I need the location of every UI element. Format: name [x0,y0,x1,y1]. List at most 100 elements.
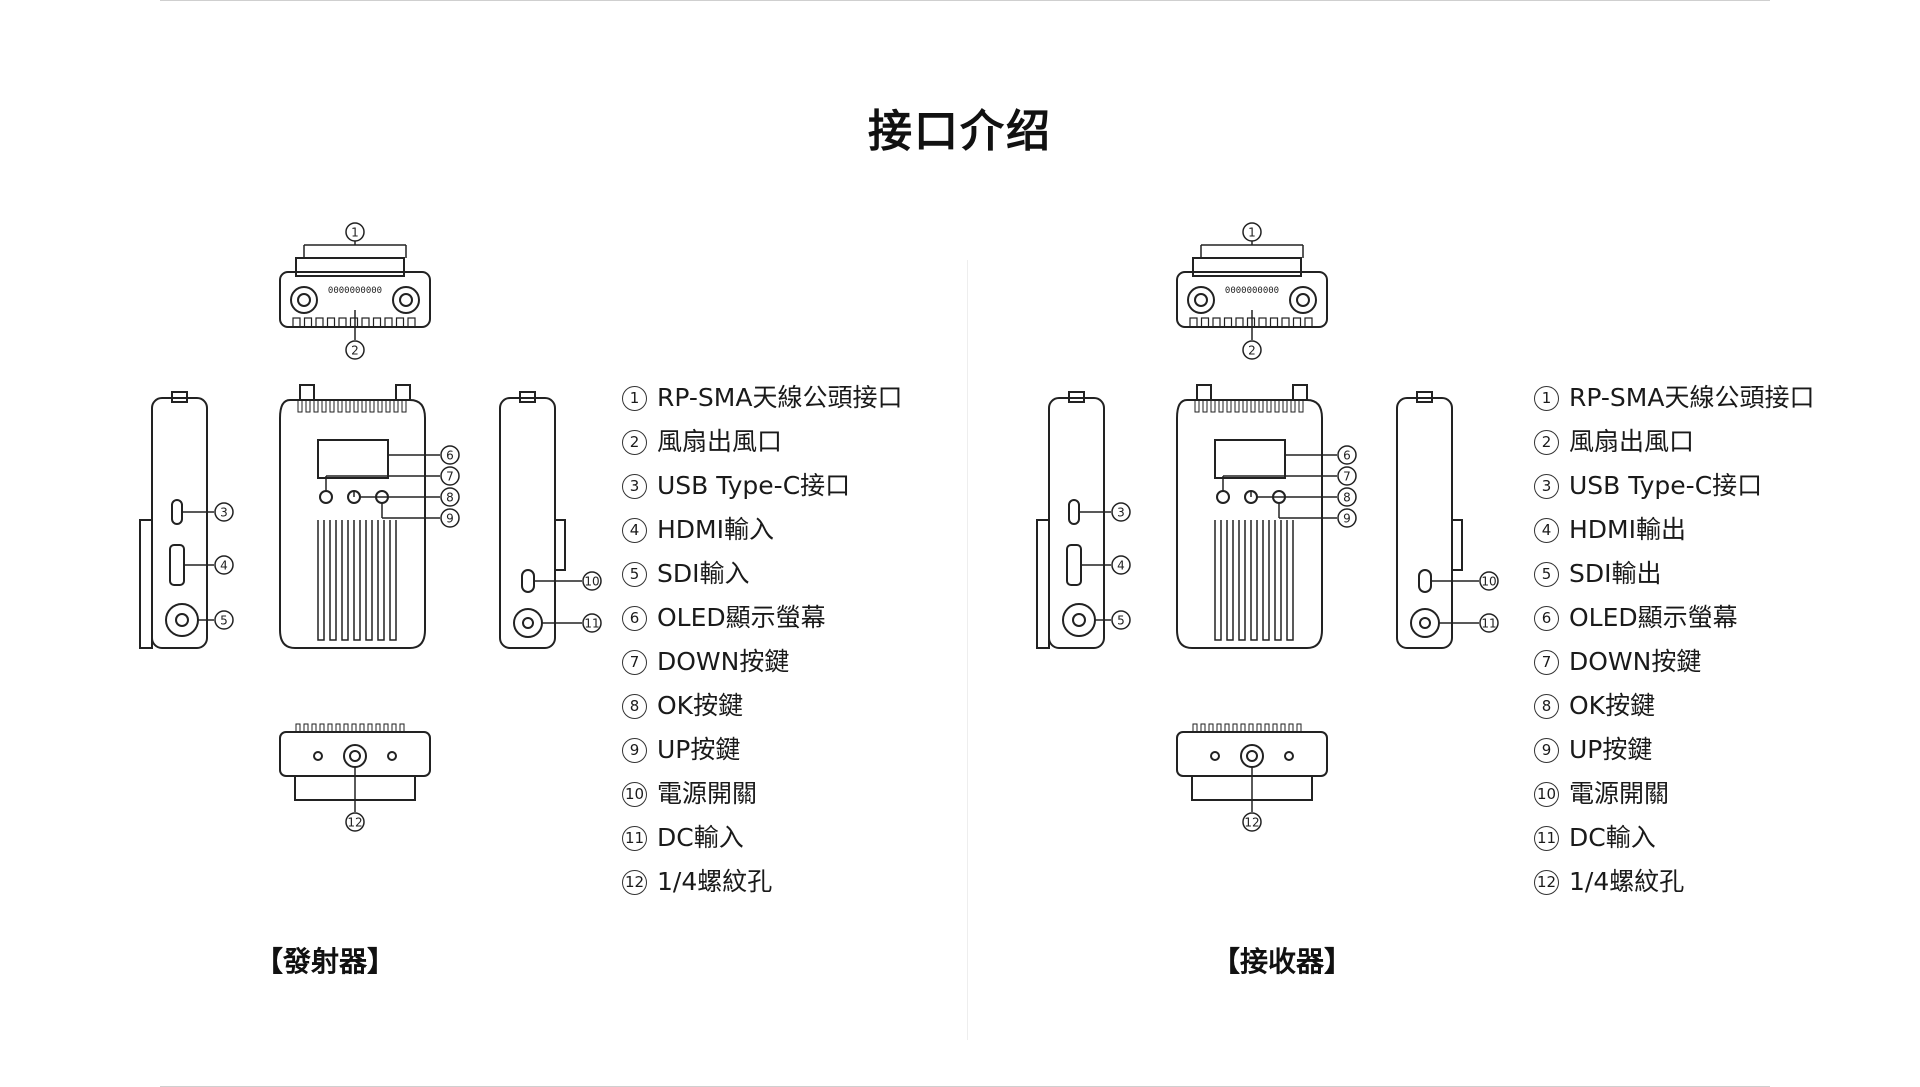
legend-label: DOWN按鍵 [1569,647,1702,676]
hdmi-port [1066,544,1082,586]
right-side-body [1396,397,1453,649]
legend-number: 7 [1534,649,1559,675]
front-vent-fin [1286,520,1294,641]
top-fan-slot [1235,317,1244,328]
bottom-vent [1248,723,1254,733]
callout-number: 8 [1343,491,1351,505]
front-top-vent [1250,399,1256,413]
front-top-vent [297,399,303,413]
callout-number: 2 [351,344,359,358]
legend-number: 3 [622,473,647,499]
dc-input-inner [522,617,534,629]
top-fan-slot [292,317,301,328]
callout-number: 1 [351,226,359,240]
legend-label: SDI輸出 [1569,559,1662,588]
left-side-tab [171,391,188,403]
callout-number: 12 [347,816,362,830]
legend-label: 1/4螺紋孔 [657,867,773,896]
callout-number: 10 [1481,575,1496,589]
legend-number: 12 [622,869,647,895]
legend-label: UP按鍵 [1569,735,1653,764]
legend-number: 7 [622,649,647,675]
callout-6 [440,445,460,465]
thread-hole-inner [1246,750,1258,762]
down-button [319,490,333,504]
front-top-vent [1266,399,1272,413]
top-fan-slot [372,317,382,328]
front-top-vent [1210,399,1216,413]
callout-number: 2 [1248,344,1256,358]
bottom-vent [1296,723,1302,733]
left-side-tab [1068,391,1085,403]
usb-c-port [171,499,183,525]
front-top-vent [1274,399,1280,413]
sdi-port-inner [1072,613,1086,627]
callout-number: 7 [446,470,454,484]
legend-label: OK按鍵 [1569,691,1656,720]
front-top-vent [313,399,319,413]
bottom-vent [327,723,333,733]
callout-5 [1111,610,1131,630]
bottom-vent [1216,723,1222,733]
top-fan-slot [1269,317,1279,328]
legend-number: 1 [622,385,647,411]
dc-input [1410,608,1440,638]
page-title: 接口介绍 [868,106,1052,157]
front-top-vent [305,399,311,413]
legend-label: DOWN按鍵 [657,647,790,676]
legend-label: DC輸入 [1569,823,1656,852]
callout-7 [1337,466,1357,486]
front-antenna-stub-left [1196,384,1212,401]
front-vent-fin [389,520,397,641]
bottom-vent [295,723,301,733]
antenna-connector-right [1289,286,1317,314]
left-side-rail [1036,519,1050,649]
front-top-vent [353,399,359,413]
legend-number: 4 [622,517,647,543]
front-top-vent [361,399,367,413]
legend-number: 6 [622,605,647,631]
legend-number: 2 [622,429,647,455]
top-fan-slot [1223,317,1233,328]
top-fan-slot [349,317,359,328]
legend-number: 12 [1534,869,1559,895]
front-antenna-stub-left [299,384,315,401]
callout-5 [214,610,234,630]
legend-label: RP-SMA天線公頭接口 [657,383,903,412]
legend-label: 電源開關 [657,779,758,808]
right-side-rail [1451,519,1463,571]
legend-number: 10 [622,781,647,807]
dc-input [513,608,543,638]
antenna-connector-left [1187,286,1215,314]
callout-number: 12 [1244,816,1259,830]
front-vent-fin [1214,520,1222,641]
bottom-vent [1224,723,1230,733]
callout-number: 4 [1117,559,1125,573]
bottom-vent [383,723,389,733]
front-top-vent [1258,399,1264,413]
callout-number: 3 [1117,506,1125,520]
legend-label: USB Type-C接口 [657,471,851,500]
down-button [1216,490,1230,504]
legend-label: UP按鍵 [657,735,741,764]
callout-number: 3 [220,506,228,520]
antenna-connector-right-inner [1296,293,1310,307]
legend-label: RP-SMA天線公頭接口 [1569,383,1815,412]
callout-4 [1111,555,1131,575]
legend-number: 1 [1534,385,1559,411]
callout-10 [1479,571,1499,591]
legend-number: 8 [622,693,647,719]
legend-item-1: 1 RP-SMA天線公頭接口 [622,376,902,420]
front-vent-fin [1274,520,1282,641]
bottom-screw-right [387,751,397,761]
callout-number: 4 [220,559,228,573]
